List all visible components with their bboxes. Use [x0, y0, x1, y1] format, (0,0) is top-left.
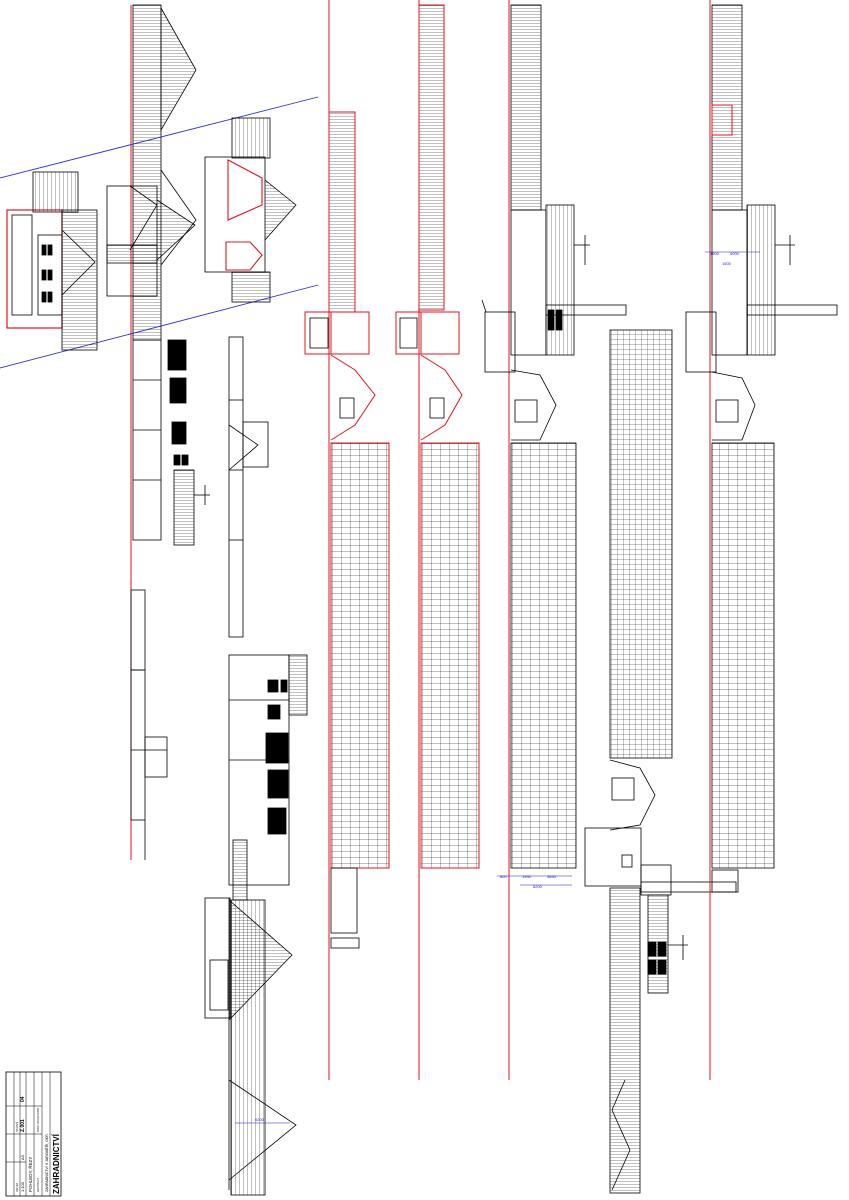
title-block-row-label-0: ARCHITEKT [37, 1177, 40, 1192]
title-block-title: ZAHRADNICTVÍ [52, 1133, 61, 1194]
dimension-col5-0: 1500 [710, 251, 720, 256]
dimension-col3-1: 1950 [522, 874, 532, 879]
dimension-labels: 600 1950 3650 6200 1500 4000 1500 6200 [255, 251, 740, 1122]
title-block-row-label-1: ZODP. PROJEKTANT [37, 1107, 40, 1132]
title-block-sheet-no: 04 [20, 1096, 26, 1102]
dimension-col3-total: 6200 [533, 884, 543, 889]
dimension-bottom: 6200 [255, 1117, 265, 1122]
title-block-drawing-no: Z.001 [20, 1119, 26, 1132]
elevation-column-1 [130, 4, 210, 860]
elevation-column-4 [395, 0, 487, 1080]
title-block: ZAHRADNICTVÍ ZAHRADNICTVÍ V JAROMĚŘI, OK… [5, 1071, 62, 1197]
title-block-sheet-name: POHLEDY, ŘEZY [26, 1157, 33, 1192]
elevation-column-3 [304, 0, 390, 1080]
title-block-scale: 1:100 [20, 1181, 25, 1192]
title-block-format: A3 [20, 1154, 25, 1160]
dimension-col3-2: 3650 [547, 874, 557, 879]
title-block-subtitle: ZAHRADNICTVÍ V JAROMĚŘI, OKR. [44, 1133, 49, 1192]
dimension-col5-2: 1500 [722, 261, 732, 266]
elevation-column-6 [584, 329, 737, 1194]
elevation-column-2 [204, 336, 308, 1196]
dimension-col3-0: 600 [500, 874, 507, 879]
title-block-row-label-2: DATUM [16, 1183, 19, 1192]
elevation-column-7 [685, 0, 838, 1080]
title-block-row-label-3: STUPEŇ [16, 1122, 19, 1132]
elevation-column-5 [484, 0, 627, 1080]
rotated-elevation-strip [0, 96, 319, 369]
dimension-col5-1: 4000 [730, 251, 740, 256]
